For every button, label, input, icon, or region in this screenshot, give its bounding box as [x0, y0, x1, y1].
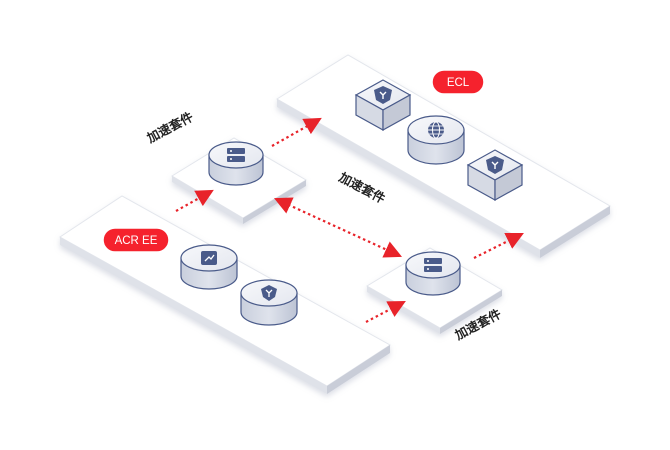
- ecl-badge-label: ECL: [447, 77, 470, 89]
- accel-suite-2-server: [405, 251, 461, 296]
- shield-y-icon: [261, 285, 277, 301]
- acr-ee-shield-cylinder: [240, 279, 298, 326]
- arrow-icon: [201, 251, 217, 265]
- acr-ee-arrow-cylinder: [180, 244, 238, 290]
- arrow-acr-to-suite1: [175, 189, 214, 212]
- acr-ee-badge: ACR EE: [102, 227, 170, 253]
- globe-icon: [428, 121, 444, 139]
- arrow-suite1-to-ecl: [271, 117, 322, 147]
- ecl-globe-cylinder: [407, 115, 465, 165]
- server-icon: [424, 258, 442, 272]
- acr-ee-platform: [59, 195, 391, 394]
- shield-y-icon: [374, 86, 392, 104]
- ecl-shield-cube-2: [466, 149, 524, 202]
- ecl-shield-cube-1: [354, 79, 412, 132]
- ecl-badge: ECL: [431, 69, 485, 95]
- accel-suite-label-middle: 加速套件: [336, 169, 389, 206]
- server-icon: [227, 148, 245, 162]
- arrow-acr-to-suite2: [365, 300, 406, 323]
- acr-ee-badge-label: ACR EE: [115, 235, 158, 247]
- shield-y-icon: [486, 156, 504, 174]
- arrow-suite1-suite2-bidirectional: [274, 197, 402, 258]
- accel-suite-1-server: [208, 141, 264, 186]
- accel-suite-label-top-left: 加速套件: [143, 109, 196, 146]
- connection-arrows: [175, 117, 524, 323]
